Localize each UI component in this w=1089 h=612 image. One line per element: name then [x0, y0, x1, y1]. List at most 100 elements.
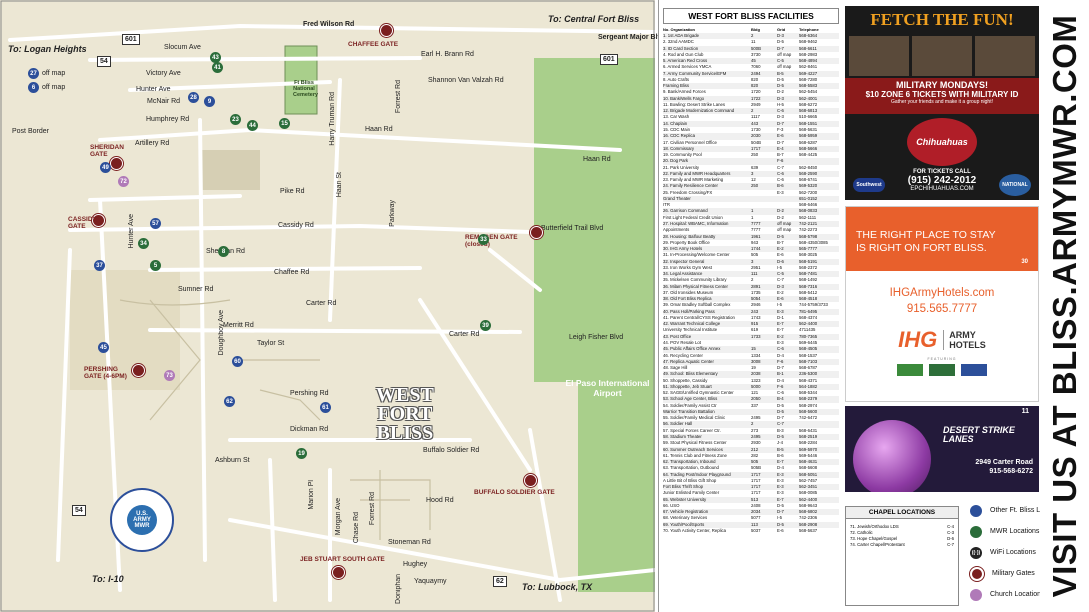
street-label: Earl H. Brann Rd — [421, 51, 474, 58]
chihuahuas-ad[interactable]: FETCH THE FUN! MILITARY MONDAYS! $10 ZON… — [845, 6, 1039, 200]
location-pin[interactable]: 61 — [320, 402, 331, 413]
gate-marker-buffalo-soldier[interactable] — [524, 474, 537, 487]
directory-cell: 744-5759/3733 — [799, 302, 828, 308]
ihg-ad[interactable]: THE RIGHT PLACE TO STAY IS RIGHT ON FORT… — [845, 206, 1039, 402]
directory-cell: 562-8450 — [799, 164, 818, 170]
location-pin[interactable]: 44 — [247, 120, 258, 131]
directory-cell: 121 — [751, 390, 759, 396]
directory-cell: 1323 — [751, 377, 761, 383]
bowling-ad[interactable]: 11 DESERT STRIKE LANES 2949 Carter Road … — [845, 406, 1039, 492]
directory-cell: off map — [777, 220, 792, 226]
gate-marker-pershing[interactable] — [132, 364, 145, 377]
gate-marker-cassidy[interactable] — [92, 214, 105, 227]
map-title: WEST FORT BLISS — [376, 384, 434, 444]
directory-cell: D-5 — [777, 502, 784, 508]
church-pin[interactable]: 73 — [164, 370, 175, 381]
street-label: Haan Rd — [365, 126, 393, 133]
church-pin[interactable]: 72 — [118, 176, 129, 187]
green-area-east — [534, 58, 655, 382]
gate-marker-jeb-stuart[interactable] — [332, 566, 345, 579]
directory-cell: 57. Special Forces Career Ctr. — [663, 427, 721, 433]
directory-cell: 35. Mickelsen Community Library — [663, 277, 727, 283]
directory-cell: E-6 — [777, 296, 784, 302]
street-label: Butterfield Trail Blvd — [541, 225, 604, 232]
directory-cell: D-6 — [777, 258, 784, 264]
location-pin[interactable]: 8 — [218, 246, 229, 257]
directory-cell: 568-5051 — [799, 471, 818, 477]
gate-label-cassidy: CASSIDY GATE — [68, 216, 97, 230]
directory-cell: 2 — [751, 108, 754, 114]
location-pin[interactable]: 45 — [98, 342, 109, 353]
directory-cell: 568-5608 — [799, 465, 818, 471]
location-pin[interactable]: 49 — [100, 162, 111, 173]
visit-banner[interactable]: VISIT US AT BLISS.ARMYMWR.COM — [1040, 0, 1089, 612]
directory-cell: 14. Chaplain — [663, 120, 688, 126]
ihg-website[interactable]: IHGArmyHotels.com — [889, 287, 995, 299]
directory-cell: E-2 — [777, 333, 784, 339]
directory-cell: 59. Stout Physical Fitness Center — [663, 440, 727, 446]
off-map-pin-27[interactable]: 27 — [28, 68, 39, 79]
directory-cell: D-5 — [777, 233, 784, 239]
directory-cell: 562-3451 — [799, 484, 818, 490]
directory-cell: E-2 — [777, 289, 784, 295]
location-pin[interactable]: 33 — [478, 234, 489, 245]
green-area-southeast — [578, 382, 655, 592]
directory-cell: 568-2983 — [799, 51, 818, 57]
location-pin[interactable]: 28 — [188, 92, 199, 103]
location-pin[interactable]: 15 — [279, 118, 290, 129]
gate-marker-sheridan[interactable] — [110, 157, 123, 170]
location-pin[interactable]: 34 — [138, 238, 149, 249]
directory-cell: 5000 — [751, 383, 761, 389]
street-label: Artillery Rd — [135, 140, 170, 147]
directory-cell: D-5 — [777, 83, 784, 89]
directory-cell: 52. SAGE/Unrifled Gymnastic Center — [663, 390, 734, 396]
directory-cell: First Light Federal Credit Union — [663, 214, 723, 220]
location-pin[interactable]: 5 — [150, 260, 161, 271]
gate-marker-chaffee[interactable] — [380, 24, 393, 37]
ihg-phone: 915.565.7777 — [906, 303, 978, 315]
map-canvas — [0, 0, 655, 612]
street-label: McNair Rd — [147, 98, 181, 105]
directory-cell: 3 — [751, 170, 754, 176]
directory-cell: 569-6445 — [799, 340, 818, 346]
chapel-locations: CHAPEL LOCATIONS 71. Jewish/Orthodox LDS… — [845, 506, 959, 606]
directory-cell: 1717 — [751, 490, 761, 496]
directory-cell: 2 — [751, 277, 754, 283]
location-pin[interactable]: 62 — [224, 396, 235, 407]
location-pin[interactable]: 39 — [480, 320, 491, 331]
location-pin[interactable]: 9 — [204, 96, 215, 107]
location-pin[interactable]: 57 — [150, 218, 161, 229]
directory-cell: H-5 — [777, 101, 784, 107]
gate-marker-remagen[interactable] — [530, 226, 543, 239]
directory-cell: 568-6813 — [799, 108, 818, 114]
directory-cell: 282 — [751, 452, 759, 458]
wifi-icon: ((·)) — [970, 546, 982, 559]
location-pin[interactable]: 41 — [212, 62, 223, 73]
directory-cell: 40. Pass Holl/Parking Pass — [663, 308, 715, 314]
directory-cell: B-7 — [777, 239, 784, 245]
directory-cell: 568-4631 — [799, 459, 818, 465]
location-pin[interactable]: 37 — [94, 260, 105, 271]
directory-cell: 568-5583 — [799, 83, 818, 89]
directory-cell: 568-2284 — [799, 440, 818, 446]
location-pin[interactable]: 60 — [232, 356, 243, 367]
fort-bliss-map[interactable]: WEST FORT BLISS El Paso International Ai… — [0, 0, 666, 612]
directory-cell: 17. Civilian Personnel Office — [663, 139, 717, 145]
directory-cell: 1722 — [751, 95, 761, 101]
location-pin[interactable]: 23 — [230, 114, 241, 125]
directory-cell: E-7 — [777, 327, 784, 333]
off-map-pin-6[interactable]: 6 — [28, 82, 39, 93]
location-pin[interactable]: 19 — [296, 448, 307, 459]
location-pin[interactable]: 43 — [210, 52, 221, 63]
directory-cell: D-3 — [777, 33, 784, 38]
directory-cell: F-6 — [777, 158, 784, 164]
